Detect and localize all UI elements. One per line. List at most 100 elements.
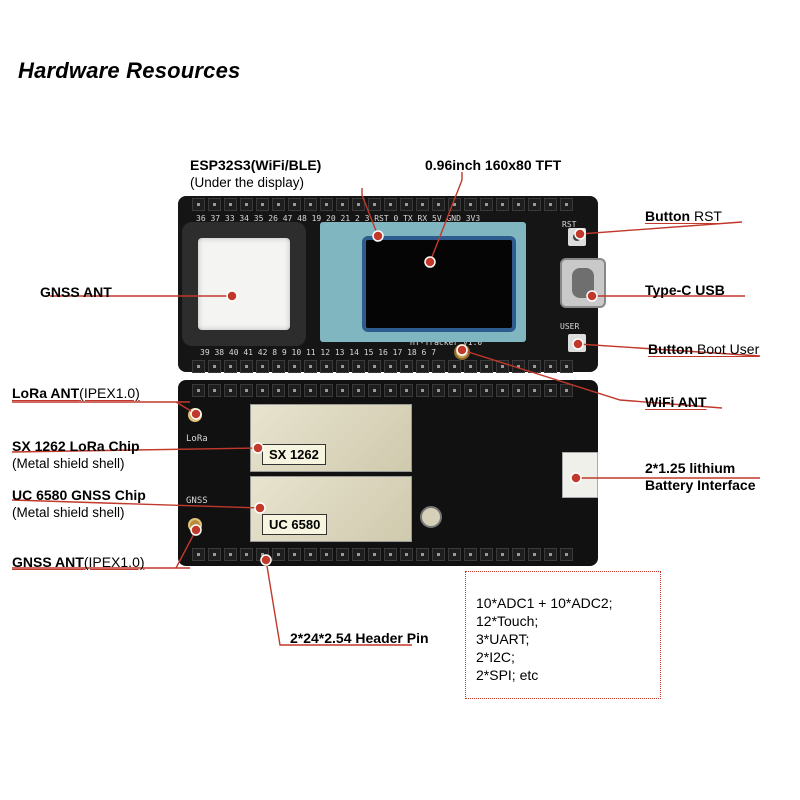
header-pin	[528, 198, 541, 211]
header-pin	[480, 548, 493, 561]
header-pin	[368, 198, 381, 211]
label-battery: 2*1.25 lithium Battery Interface	[645, 460, 756, 493]
header-pin	[432, 360, 445, 373]
header-pin	[352, 360, 365, 373]
header-pin	[448, 384, 461, 397]
header-pin	[384, 384, 397, 397]
header-pin	[560, 360, 573, 373]
tft-screen	[362, 236, 516, 332]
header-pin	[560, 198, 573, 211]
header-pin	[224, 548, 237, 561]
header-pin	[224, 198, 237, 211]
header-pin	[544, 548, 557, 561]
label-lora-ant: LoRa ANT(IPEX1.0)	[12, 385, 140, 401]
header-pin	[400, 384, 413, 397]
header-pin-row	[192, 360, 573, 374]
header-pin	[320, 384, 333, 397]
header-pin	[352, 548, 365, 561]
header-pin	[240, 360, 253, 373]
label-gnss-ant-top: GNSS ANT	[40, 284, 112, 300]
header-pin	[384, 198, 397, 211]
header-pin	[512, 198, 525, 211]
silkscreen-pin-labels: 36 37 33 34 35 26 47 48 19 20 21 2 3 RST…	[196, 214, 481, 223]
header-pin	[240, 384, 253, 397]
header-pin	[352, 198, 365, 211]
header-pin	[272, 360, 285, 373]
header-pin	[480, 198, 493, 211]
header-pin	[336, 548, 349, 561]
header-pin-row	[192, 384, 573, 398]
header-pin	[544, 198, 557, 211]
label-wifi-ant: WiFi ANT	[645, 394, 707, 410]
silkscreen-board-text: HT-Tracker V1.0	[410, 338, 483, 347]
header-pin	[368, 548, 381, 561]
header-pin	[304, 384, 317, 397]
header-pin	[464, 384, 477, 397]
header-pin	[432, 548, 445, 561]
header-pin	[304, 198, 317, 211]
spec-line: 10*ADC1 + 10*ADC2;	[476, 595, 613, 611]
header-pin	[544, 384, 557, 397]
header-pin	[480, 384, 493, 397]
header-pin	[448, 548, 461, 561]
silkscreen-user: USER	[560, 322, 580, 331]
header-pin	[240, 548, 253, 561]
header-pin	[368, 360, 381, 373]
spec-box: 10*ADC1 + 10*ADC2; 12*Touch; 3*UART; 2*I…	[465, 571, 661, 699]
header-pin	[224, 384, 237, 397]
header-pin	[400, 360, 413, 373]
header-pin	[464, 198, 477, 211]
gnss-coin-part	[420, 506, 442, 528]
label-button-boot: Button Boot User	[648, 341, 760, 357]
header-pin	[496, 548, 509, 561]
sx1262-tag: SX 1262	[262, 444, 326, 465]
header-pin	[512, 384, 525, 397]
header-pin	[320, 198, 333, 211]
header-pin	[272, 548, 285, 561]
spec-line: 12*Touch;	[476, 613, 539, 629]
label-tft: 0.96inch 160x80 TFT	[425, 157, 562, 173]
header-pin	[240, 198, 253, 211]
silkscreen-gnss: GNSS	[186, 496, 208, 506]
label-sx1262: SX 1262 LoRa Chip (Metal shield shell)	[12, 438, 140, 471]
spec-line: 3*UART;	[476, 631, 530, 647]
header-pin	[336, 198, 349, 211]
label-header-pin: 2*24*2.54 Header Pin	[290, 630, 429, 646]
silkscreen-lora: LoRa	[186, 434, 208, 444]
label-gnss-ant-bottom: GNSS ANT(IPEX1.0)	[12, 554, 145, 570]
label-typec: Type-C USB	[645, 282, 725, 298]
header-pin	[288, 548, 301, 561]
uc6580-tag: UC 6580	[262, 514, 328, 535]
header-pin	[208, 548, 221, 561]
header-pin	[192, 198, 205, 211]
header-pin	[256, 384, 269, 397]
header-pin	[336, 384, 349, 397]
header-pin	[480, 360, 493, 373]
header-pin	[320, 360, 333, 373]
header-pin	[512, 548, 525, 561]
header-pin	[560, 548, 573, 561]
header-pin	[416, 198, 429, 211]
label-uc6580: UC 6580 GNSS Chip (Metal shield shell)	[12, 487, 146, 520]
label-button-rst: Button RST	[645, 208, 722, 224]
usb-c-connector	[560, 258, 606, 308]
sx1262-shield	[250, 404, 412, 472]
header-pin	[528, 548, 541, 561]
header-pin	[192, 360, 205, 373]
header-pin	[320, 548, 333, 561]
header-pin	[400, 198, 413, 211]
header-pin	[384, 360, 397, 373]
silkscreen-rst: RST	[562, 220, 577, 229]
header-pin	[224, 360, 237, 373]
header-pin	[432, 384, 445, 397]
header-pin	[288, 384, 301, 397]
header-pin	[256, 198, 269, 211]
silkscreen-pin-labels: 39 38 40 41 42 8 9 10 11 12 13 14 15 16 …	[200, 348, 437, 357]
header-pin	[464, 548, 477, 561]
gnss-ceramic-antenna	[182, 222, 306, 346]
header-pin-row	[192, 198, 573, 212]
header-pin	[432, 198, 445, 211]
header-pin	[288, 198, 301, 211]
header-pin	[336, 360, 349, 373]
